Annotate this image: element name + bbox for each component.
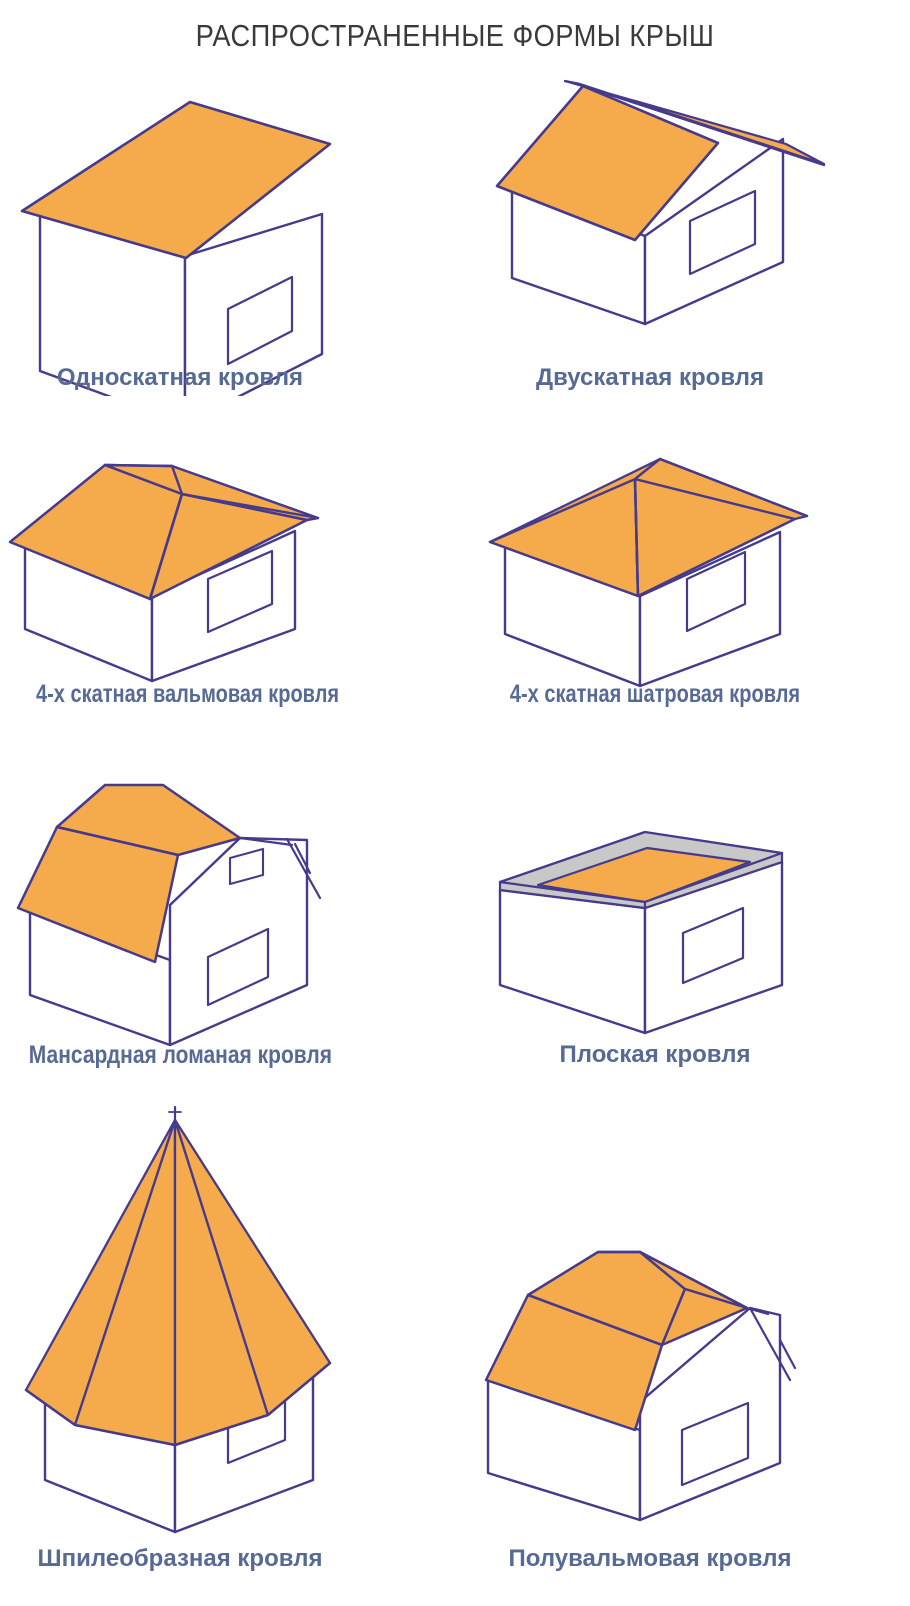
half-hip-roof-icon [484, 1250, 797, 1522]
figure-tent-roof: 4-х скатная шатровая кровля [455, 424, 855, 714]
flat-roof-icon [498, 830, 784, 1035]
figure-shed-roof: Односкатная кровля [0, 66, 360, 396]
figure-hip-roof: 4-х скатная вальмовая кровля [0, 424, 360, 714]
caption-mansard-roof: Мансардная ломаная кровля [28, 1041, 333, 1069]
caption-hip-roof: 4-х скатная вальмовая кровля [36, 680, 340, 708]
mansard-roof-icon [16, 783, 322, 1047]
figure-half-hip-roof: Полувальмовая кровля [450, 1190, 850, 1571]
caption-half-hip-roof: Полувальмовая кровля [508, 1545, 792, 1572]
figure-gable-roof: Двускатная кровля [450, 66, 850, 396]
caption-spire-roof: Шпилеобразная кровля [37, 1545, 323, 1572]
figure-spire-roof: Шпилеобразная кровля [0, 1095, 360, 1571]
caption-tent-roof: 4-х скатная шатровая кровля [509, 680, 801, 708]
caption-flat-roof: Плоская кровля [559, 1041, 751, 1068]
figure-flat-roof: Плоская кровля [455, 790, 855, 1075]
figure-mansard-roof: Мансардная ломаная кровля [0, 745, 360, 1075]
caption-shed-roof: Односкатная кровля [56, 364, 304, 391]
page-title: РАСПРОСТРАНЕННЫЕ ФОРМЫ КРЫШ [195, 18, 715, 53]
shed-roof-icon [20, 100, 332, 396]
hip-roof-icon [8, 463, 320, 683]
gable-roof-icon [495, 79, 826, 326]
tent-roof-icon [488, 457, 809, 688]
spire-roof-icon [24, 1105, 332, 1534]
caption-gable-roof: Двускатная кровля [536, 364, 764, 391]
